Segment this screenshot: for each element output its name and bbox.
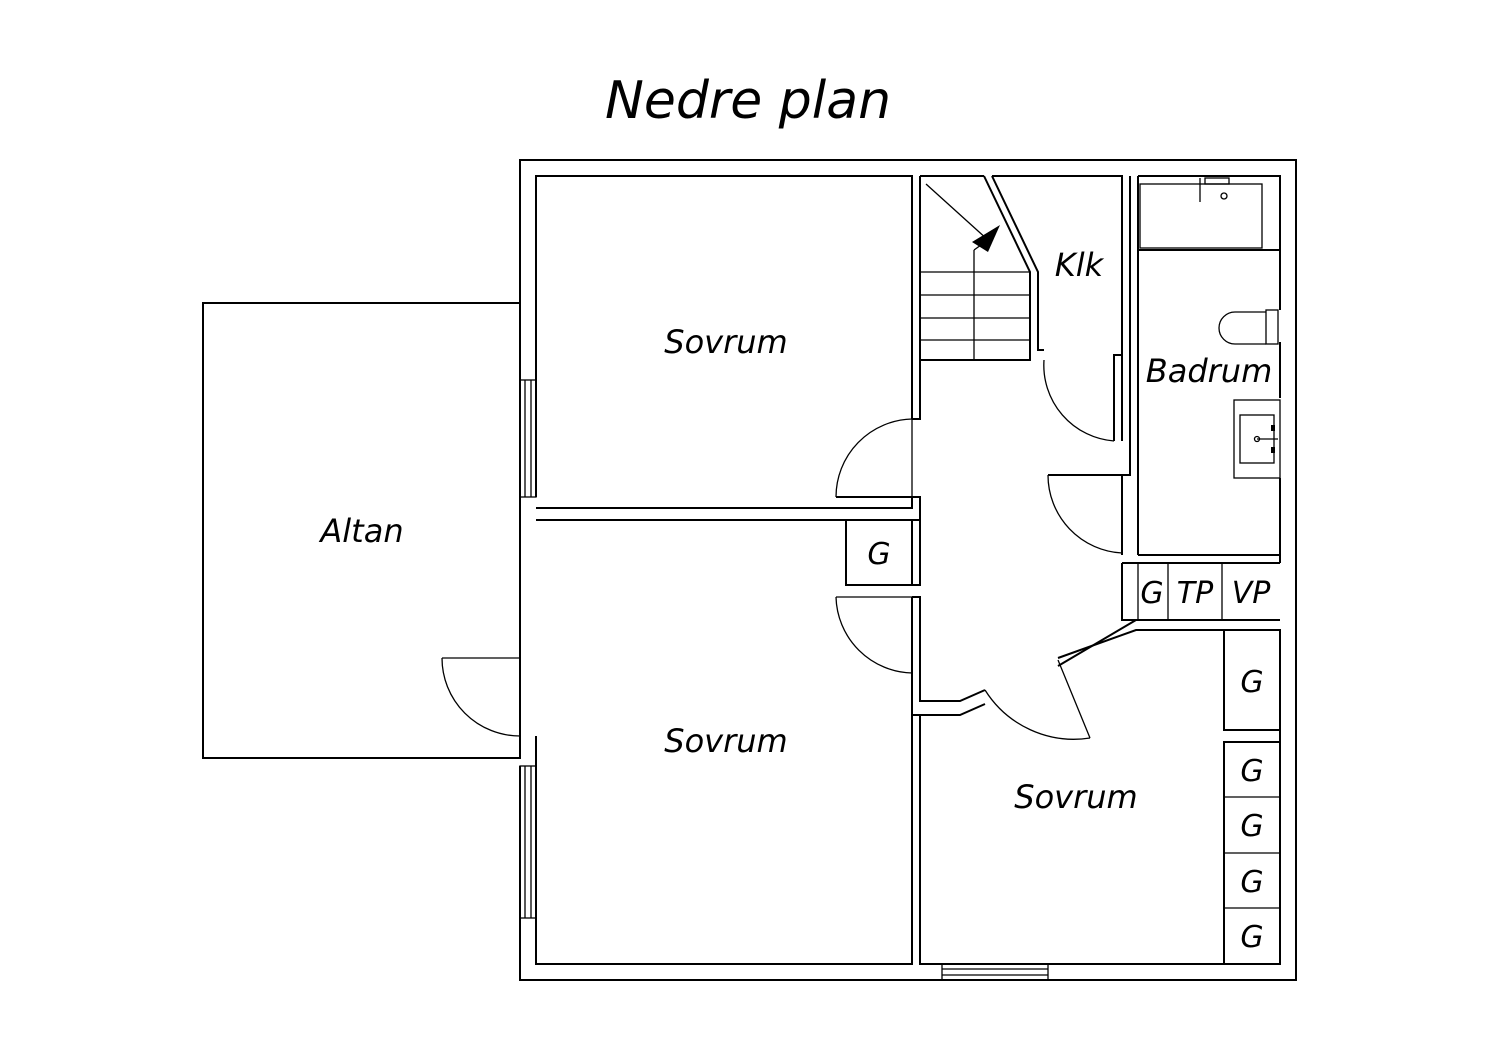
label-g-right-2: G [1240, 754, 1263, 789]
doors [441, 359, 1123, 740]
label-g-right-1: G [1240, 665, 1263, 700]
window-west-top [519, 379, 537, 498]
interior-walls [536, 175, 1281, 965]
label-sovrum-right: Sovrum [1014, 778, 1137, 816]
label-g-right-3: G [1240, 809, 1263, 844]
label-vp: VP [1232, 576, 1272, 611]
stair-arrow-icon [972, 225, 1000, 252]
label-g-hall: G [867, 537, 890, 572]
hall-closet-g [845, 519, 913, 586]
toilet-icon [1218, 309, 1279, 345]
label-sovrum-mid: Sovrum [664, 722, 787, 760]
window-west-bottom [519, 765, 537, 919]
staircase [920, 183, 1030, 360]
label-g-bath: G [1140, 576, 1163, 611]
label-sovrum-top: Sovrum [664, 323, 787, 361]
sink-icon [1233, 399, 1281, 479]
label-tp: TP [1177, 576, 1214, 611]
label-klk: Klk [1055, 246, 1105, 284]
label-g-right-4: G [1240, 865, 1263, 900]
plan-title: Nedre plan [605, 71, 891, 131]
label-badrum: Badrum [1146, 352, 1272, 390]
bathtub-icon [1139, 177, 1263, 249]
label-g-right-5: G [1240, 920, 1263, 955]
outer-walls [519, 159, 1297, 981]
label-altan: Altan [318, 512, 403, 550]
window-south [941, 963, 1049, 981]
wardrobes-right [1223, 629, 1281, 965]
balcony-outline [202, 302, 521, 759]
